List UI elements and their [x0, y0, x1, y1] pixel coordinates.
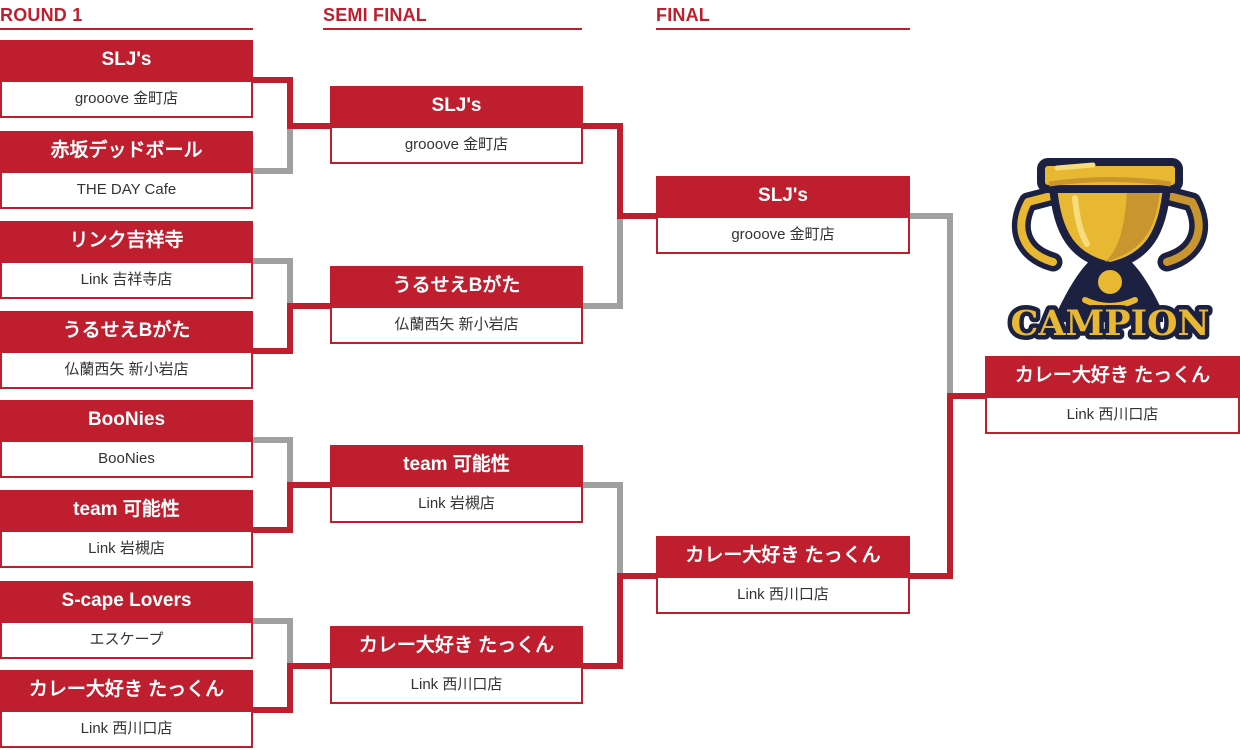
connector-line: [617, 213, 623, 309]
team-venue: grooove 金町店: [656, 216, 910, 254]
semifinal-slot-2: うるせえBがた 仏蘭西矢 新小岩店: [330, 266, 583, 344]
team-venue: grooove 金町店: [330, 126, 583, 164]
team-name: うるせえBがた: [330, 266, 583, 306]
team-name: team 可能性: [330, 445, 583, 485]
final-slot-1: SLJ's grooove 金町店: [656, 176, 910, 254]
team-name: カレー大好き たっくん: [0, 670, 253, 710]
team-venue: Link 西川口店: [330, 666, 583, 704]
connector-line-winner: [910, 573, 953, 579]
connector-line-winner: [617, 123, 623, 219]
team-name: カレー大好き たっくん: [656, 536, 910, 576]
connector-line: [583, 482, 623, 488]
team-name: カレー大好き たっくん: [330, 626, 583, 666]
team-venue: BooNies: [0, 440, 253, 478]
connector-line-winner: [287, 663, 293, 713]
connector-line-winner: [617, 573, 656, 579]
team-venue: 仏蘭西矢 新小岩店: [0, 351, 253, 389]
semifinal-slot-4: カレー大好き たっくん Link 西川口店: [330, 626, 583, 704]
round1-slot-2: 赤坂デッドボール THE DAY Cafe: [0, 131, 253, 209]
connector-line-winner: [583, 123, 623, 129]
team-name: 赤坂デッドボール: [0, 131, 253, 171]
connector-line-winner: [287, 303, 293, 354]
team-name: S-cape Lovers: [0, 581, 253, 621]
semifinal-slot-1: SLJ's grooove 金町店: [330, 86, 583, 164]
team-name: うるせえBがた: [0, 311, 253, 351]
connector-line: [253, 618, 293, 624]
team-venue: エスケープ: [0, 621, 253, 659]
team-name: BooNies: [0, 400, 253, 440]
connector-line: [947, 213, 953, 399]
team-name: SLJ's: [656, 176, 910, 216]
connector-line-winner: [253, 527, 293, 533]
round1-slot-1: SLJ's grooove 金町店: [0, 40, 253, 118]
connector-line-winner: [253, 77, 293, 83]
team-venue: Link 岩槻店: [330, 485, 583, 523]
team-venue: Link 西川口店: [656, 576, 910, 614]
trophy-icon: CAMPION: [1006, 158, 1214, 348]
connector-line-winner: [287, 303, 330, 309]
team-venue: Link 吉祥寺店: [0, 261, 253, 299]
connector-line: [910, 213, 953, 219]
team-venue: grooove 金町店: [0, 80, 253, 118]
connector-line: [287, 618, 293, 669]
round1-slot-6: team 可能性 Link 岩槻店: [0, 490, 253, 568]
round1-slot-3: リンク吉祥寺 Link 吉祥寺店: [0, 221, 253, 299]
connector-line-winner: [287, 482, 330, 488]
team-venue: Link 岩槻店: [0, 530, 253, 568]
connector-line: [253, 437, 293, 443]
team-name: カレー大好き たっくん: [985, 356, 1240, 396]
champion-banner-label: CAMPION: [1011, 303, 1210, 344]
connector-line-winner: [947, 393, 985, 399]
round1-slot-7: S-cape Lovers エスケープ: [0, 581, 253, 659]
team-venue: 仏蘭西矢 新小岩店: [330, 306, 583, 344]
round1-slot-4: うるせえBがた 仏蘭西矢 新小岩店: [0, 311, 253, 389]
connector-line: [287, 123, 293, 174]
final-slot-2: カレー大好き たっくん Link 西川口店: [656, 536, 910, 614]
connector-line-winner: [287, 77, 293, 129]
connector-line: [253, 168, 293, 174]
round1-slot-5: BooNies BooNies: [0, 400, 253, 478]
connector-line-winner: [287, 482, 293, 533]
team-name: team 可能性: [0, 490, 253, 530]
connector-line-winner: [617, 573, 623, 669]
header-final: FINAL: [656, 5, 910, 30]
team-venue: Link 西川口店: [0, 710, 253, 748]
champion-slot: カレー大好き たっくん Link 西川口店: [985, 356, 1240, 434]
connector-line-winner: [253, 707, 293, 713]
connector-line-winner: [287, 123, 330, 129]
connector-line-winner: [253, 348, 293, 354]
connector-line-winner: [583, 663, 623, 669]
header-round1: ROUND 1: [0, 5, 253, 30]
connector-line: [287, 437, 293, 488]
connector-line: [287, 258, 293, 309]
connector-line: [253, 258, 293, 264]
connector-line: [617, 482, 623, 579]
semifinal-slot-3: team 可能性 Link 岩槻店: [330, 445, 583, 523]
connector-line: [583, 303, 623, 309]
round1-slot-8: カレー大好き たっくん Link 西川口店: [0, 670, 253, 748]
connector-line-winner: [617, 213, 656, 219]
connector-line-winner: [947, 393, 953, 579]
team-name: SLJ's: [330, 86, 583, 126]
connector-line-winner: [287, 663, 330, 669]
team-venue: Link 西川口店: [985, 396, 1240, 434]
team-name: SLJ's: [0, 40, 253, 80]
team-venue: THE DAY Cafe: [0, 171, 253, 209]
team-name: リンク吉祥寺: [0, 221, 253, 261]
header-semifinal: SEMI FINAL: [323, 5, 582, 30]
